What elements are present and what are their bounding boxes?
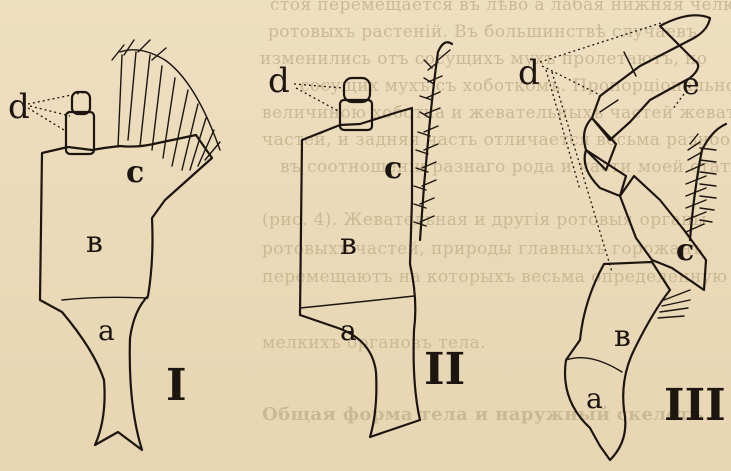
figure-3-palp-segment-2 <box>584 118 616 170</box>
figure-2-c-shaft <box>420 42 452 240</box>
figure-2-d-dots <box>294 84 344 112</box>
figure-3-lower <box>565 262 670 460</box>
figure-2-label-a: a <box>340 314 357 347</box>
figure-2-a-divider <box>300 296 414 308</box>
figure-1-label-d: d <box>8 87 30 127</box>
figure-3-label-c: c <box>676 233 694 268</box>
figure-2: d c в a II <box>268 42 465 437</box>
figure-3-palp-segment-3 <box>585 150 626 196</box>
figure-3: d e c в a III <box>518 15 726 460</box>
figure-3-numeral: III <box>664 380 726 431</box>
figure-3-label-e: e <box>682 67 700 102</box>
figure-1-numeral: I <box>166 360 187 411</box>
figure-1: d c в a I <box>8 40 220 450</box>
figure-2-label-d: d <box>268 61 290 101</box>
figure-1-d-tip <box>72 92 90 114</box>
figure-2-label-b: в <box>340 227 357 262</box>
figure-1-label-b: в <box>86 225 103 260</box>
figure-2-label-c: c <box>384 151 402 186</box>
figure-2-numeral: II <box>424 344 465 395</box>
figure-3-c-hook <box>690 124 726 240</box>
figure-3-label-a: a <box>586 382 603 415</box>
figure-3-label-d: d <box>518 53 540 93</box>
figure-1-c-bristles <box>112 40 220 170</box>
figure-3-label-b: в <box>614 319 631 354</box>
figure-2-d-tip <box>344 78 370 102</box>
figure-1-a-divider <box>62 297 148 300</box>
figure-3-a-divider <box>566 358 622 372</box>
figure-1-label-a: a <box>98 314 115 347</box>
figure-1-label-c: c <box>126 155 144 190</box>
figure-3-c-bristles <box>658 134 716 318</box>
figure-2-c-bristles <box>414 50 450 226</box>
figure-3-d-dots <box>540 22 664 272</box>
